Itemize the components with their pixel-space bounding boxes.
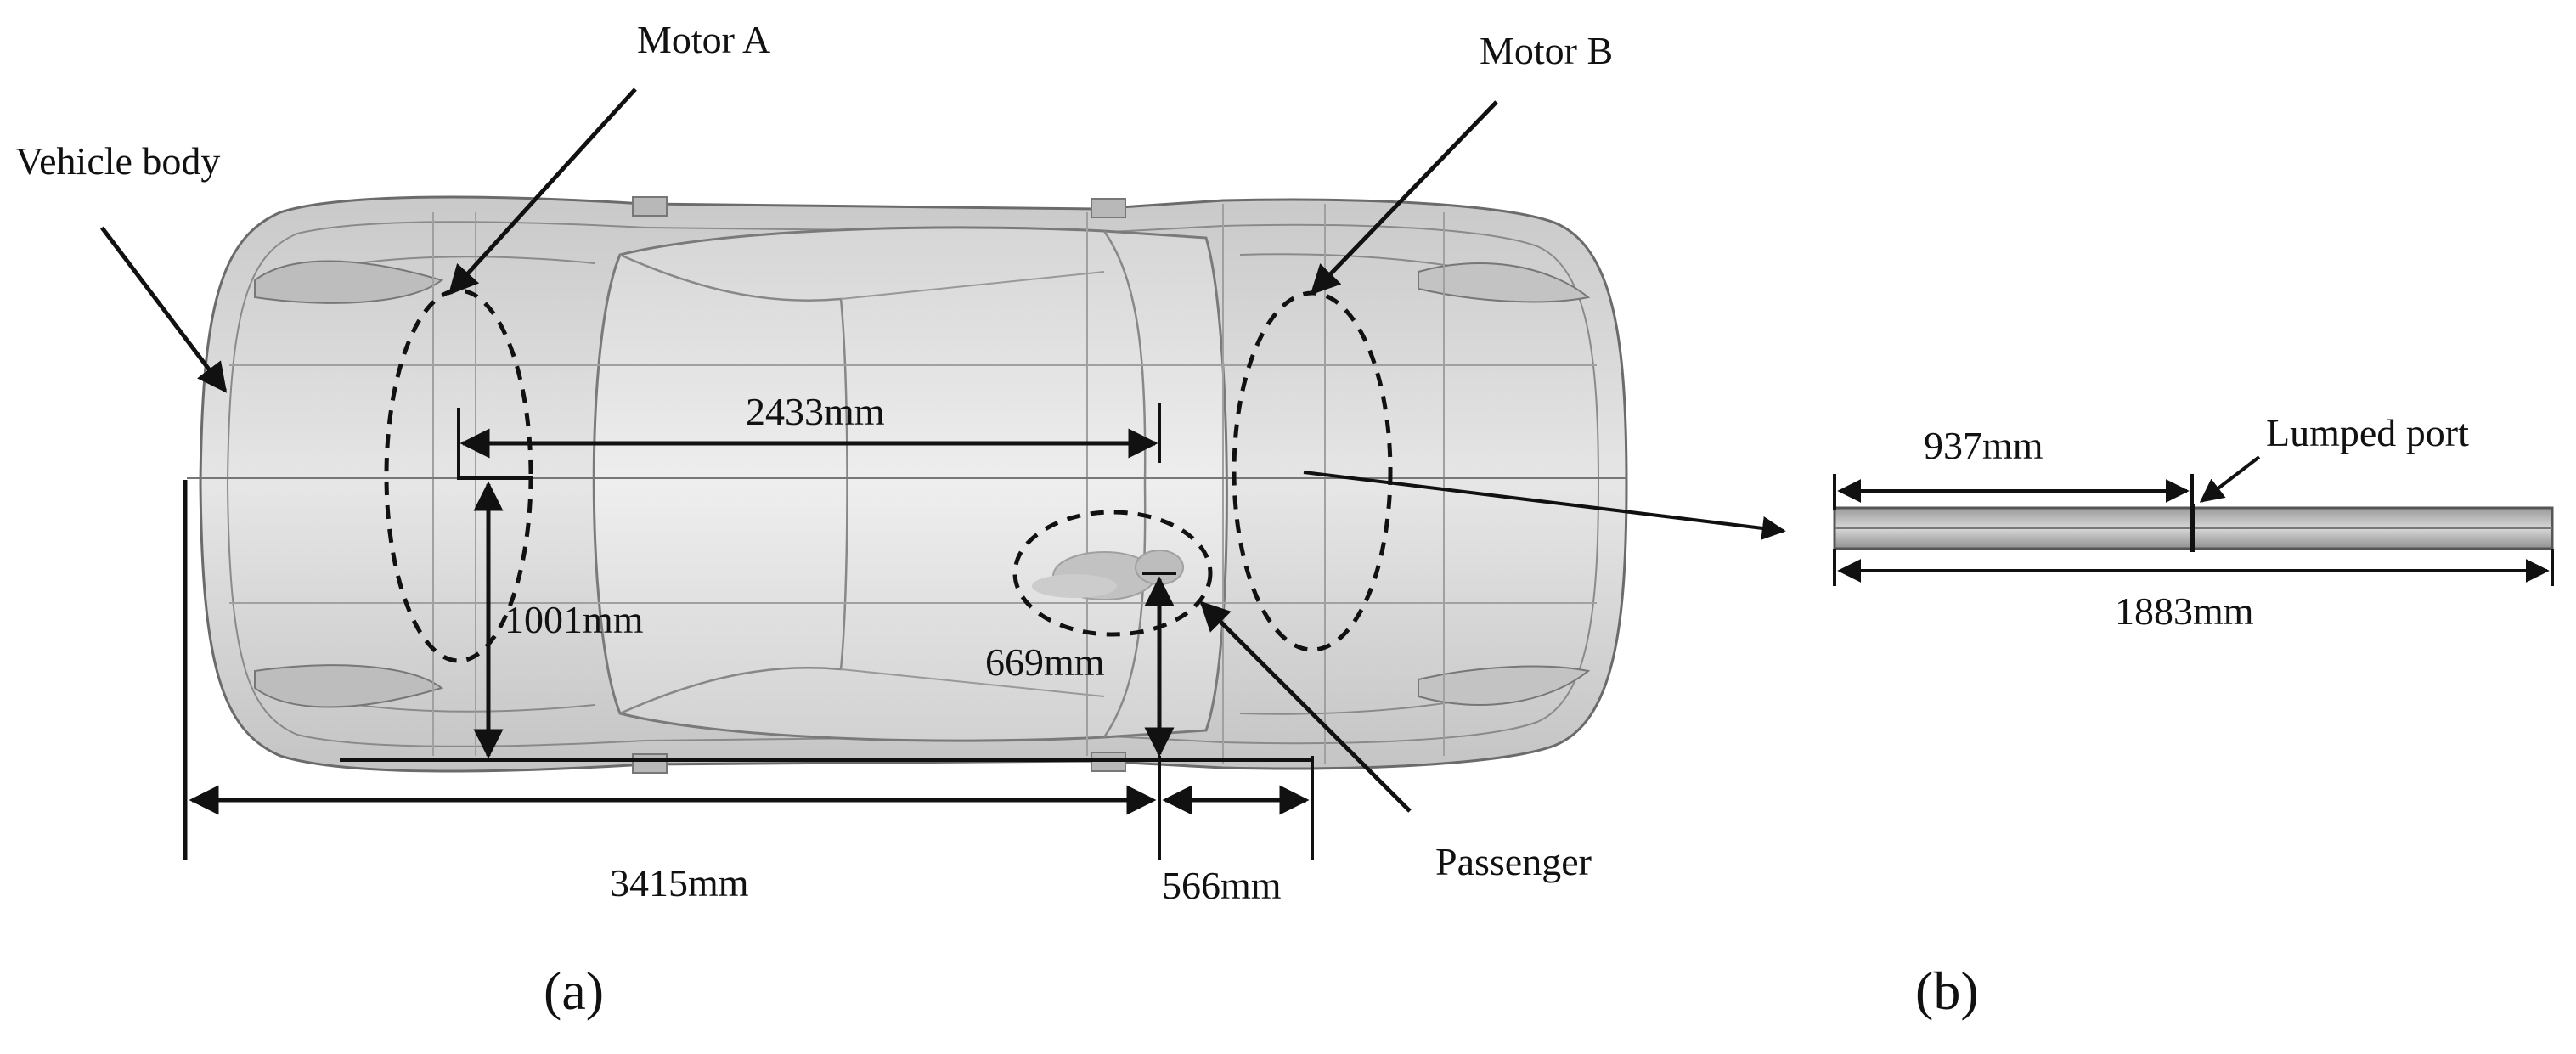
dim-motor-spacing bbox=[457, 403, 1161, 480]
label-lumped-port: Lumped port bbox=[2266, 411, 2469, 454]
dim-port-position bbox=[1833, 474, 2194, 510]
lumped-port-leader bbox=[2199, 455, 2261, 503]
passenger-leader bbox=[1199, 600, 1412, 813]
lumped-port-marker bbox=[2190, 504, 2195, 552]
dim-cable-length bbox=[1833, 549, 2554, 586]
dim-label-669: 669mm bbox=[985, 640, 1105, 684]
vehicle-body-model bbox=[187, 195, 1628, 774]
motor-b-leader bbox=[1310, 100, 1498, 296]
label-motor-b: Motor B bbox=[1480, 29, 1613, 72]
passenger-region bbox=[1012, 510, 1213, 637]
passenger-figure bbox=[1032, 550, 1184, 600]
caption-a: (a) bbox=[544, 961, 604, 1021]
caption-b: (b) bbox=[1915, 961, 1979, 1021]
label-motor-a: Motor A bbox=[637, 18, 770, 61]
cable-callout-arrow bbox=[1303, 471, 1786, 540]
dim-label-2433: 2433mm bbox=[746, 390, 885, 433]
label-passenger: Passenger bbox=[1435, 840, 1592, 883]
cable-model bbox=[1833, 504, 2554, 552]
dim-longitudinal bbox=[183, 480, 1314, 860]
dim-label-1883: 1883mm bbox=[2115, 589, 2254, 633]
dim-motor-offset bbox=[340, 476, 1312, 762]
motor-a-leader bbox=[448, 87, 637, 296]
dim-label-566: 566mm bbox=[1162, 864, 1282, 907]
dim-label-3415: 3415mm bbox=[610, 861, 749, 905]
label-vehicle-body: Vehicle body bbox=[15, 139, 220, 183]
dim-label-937: 937mm bbox=[1924, 424, 2043, 467]
dim-label-1001: 1001mm bbox=[504, 598, 644, 641]
motor-a-region bbox=[384, 288, 533, 663]
dim-passenger-side bbox=[1142, 572, 1176, 758]
vehicle-body-leader bbox=[100, 226, 228, 393]
